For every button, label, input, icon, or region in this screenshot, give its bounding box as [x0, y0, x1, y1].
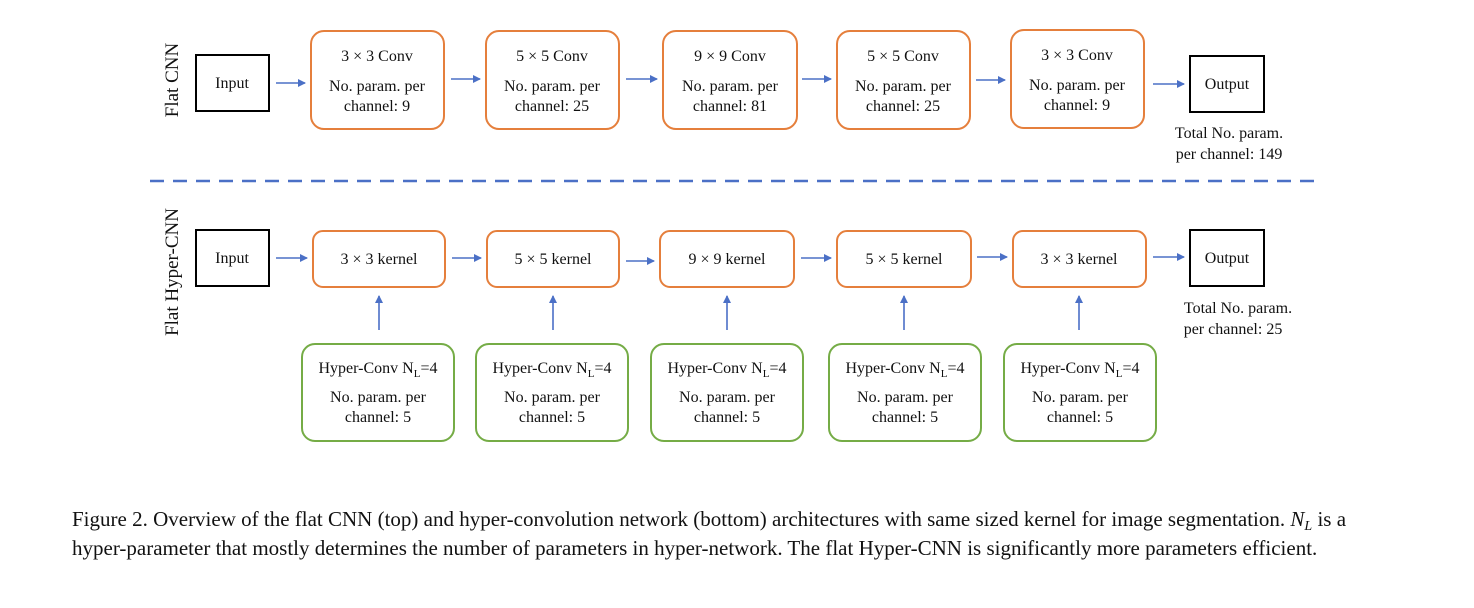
kernel-label: 9 × 9 kernel	[689, 251, 767, 268]
top-input-label: Input	[215, 75, 249, 92]
hyper-conv-param-line1: No. param. per	[1032, 389, 1129, 406]
hyper-conv-title: Hyper-Conv NL=4	[493, 360, 612, 380]
top-conv-param-line1: No. param. per	[855, 78, 952, 95]
bottom-row-label: Flat Hyper-CNN	[162, 208, 183, 336]
hyper-conv-param-line1: No. param. per	[330, 389, 427, 406]
top-conv-param-line2: channel: 25	[515, 98, 589, 115]
kernel-label: 5 × 5 kernel	[866, 251, 944, 268]
bottom-input-label: Input	[215, 250, 249, 267]
kernel-block: 3 × 3 kernel	[1012, 230, 1147, 288]
top-conv-title: 5 × 5 Conv	[516, 48, 588, 65]
top-conv-param-line1: No. param. per	[329, 78, 426, 95]
hyper-conv-title: Hyper-Conv NL=4	[668, 360, 787, 380]
hyper-conv-title: Hyper-Conv NL=4	[319, 360, 438, 380]
kernel-label: 3 × 3 kernel	[1041, 251, 1119, 268]
caption-symbol: NL	[1290, 507, 1313, 534]
top-conv-block: 5 × 5 Conv No. param. per channel: 25	[485, 30, 620, 130]
kernel-label: 3 × 3 kernel	[341, 251, 419, 268]
kernel-block: 3 × 3 kernel	[312, 230, 446, 288]
top-conv-block: 3 × 3 Conv No. param. per channel: 9	[1010, 29, 1145, 129]
top-conv-title: 3 × 3 Conv	[341, 48, 413, 65]
top-conv-param-line2: channel: 9	[344, 98, 410, 115]
top-conv-title: 3 × 3 Conv	[1041, 47, 1113, 64]
bottom-total-line1: Total No. param.	[1184, 300, 1292, 317]
hyper-conv-param-line2: channel: 5	[872, 409, 938, 426]
hyper-conv-title: Hyper-Conv NL=4	[1021, 360, 1140, 380]
caption-rest: is a hyper-parameter that mostly determi…	[72, 507, 1347, 560]
top-conv-block: 5 × 5 Conv No. param. per channel: 25	[836, 30, 971, 130]
top-conv-param-line2: channel: 25	[866, 98, 940, 115]
hyper-conv-param-line1: No. param. per	[857, 389, 954, 406]
caption-lead: Figure 2. Overview of the flat CNN (top)…	[72, 507, 1286, 531]
top-output-label: Output	[1205, 76, 1250, 93]
top-conv-param-line1: No. param. per	[682, 78, 779, 95]
kernel-block: 9 × 9 kernel	[659, 230, 795, 288]
kernel-block: 5 × 5 kernel	[486, 230, 620, 288]
hyper-conv-param-line2: channel: 5	[1047, 409, 1113, 426]
hyper-conv-block: Hyper-Conv NL=4 No. param. per channel: …	[828, 343, 982, 442]
bottom-input-box: Input	[195, 229, 270, 287]
top-conv-param-line1: No. param. per	[1029, 77, 1126, 94]
hyper-conv-block: Hyper-Conv NL=4 No. param. per channel: …	[1003, 343, 1157, 442]
hyper-conv-param-line1: No. param. per	[679, 389, 776, 406]
top-conv-param-line1: No. param. per	[504, 78, 601, 95]
top-total-line2: per channel: 149	[1176, 146, 1283, 163]
top-output-box: Output	[1189, 55, 1265, 113]
top-conv-param-line2: channel: 81	[693, 98, 767, 115]
hyper-conv-title: Hyper-Conv NL=4	[846, 360, 965, 380]
top-conv-block: 3 × 3 Conv No. param. per channel: 9	[310, 30, 445, 130]
hyper-conv-block: Hyper-Conv NL=4 No. param. per channel: …	[475, 343, 629, 442]
kernel-label: 5 × 5 kernel	[515, 251, 593, 268]
hyper-conv-param-line2: channel: 5	[345, 409, 411, 426]
bottom-output-box: Output	[1189, 229, 1265, 287]
top-input-box: Input	[195, 54, 270, 112]
hyper-conv-param-line1: No. param. per	[504, 389, 601, 406]
hyper-conv-block: Hyper-Conv NL=4 No. param. per channel: …	[301, 343, 455, 442]
hyper-conv-block: Hyper-Conv NL=4 No. param. per channel: …	[650, 343, 804, 442]
bottom-output-label: Output	[1205, 250, 1250, 267]
top-total-line1: Total No. param.	[1175, 125, 1283, 142]
kernel-block: 5 × 5 kernel	[836, 230, 972, 288]
hyper-conv-param-line2: channel: 5	[519, 409, 585, 426]
bottom-total-line2: per channel: 25	[1184, 321, 1283, 338]
top-conv-title: 5 × 5 Conv	[867, 48, 939, 65]
top-row-label: Flat CNN	[162, 43, 183, 118]
top-conv-title: 9 × 9 Conv	[694, 48, 766, 65]
top-conv-block: 9 × 9 Conv No. param. per channel: 81	[662, 30, 798, 130]
top-conv-param-line2: channel: 9	[1044, 97, 1110, 114]
hyper-conv-param-line2: channel: 5	[694, 409, 760, 426]
figure-caption: Figure 2. Overview of the flat CNN (top)…	[72, 505, 1402, 563]
